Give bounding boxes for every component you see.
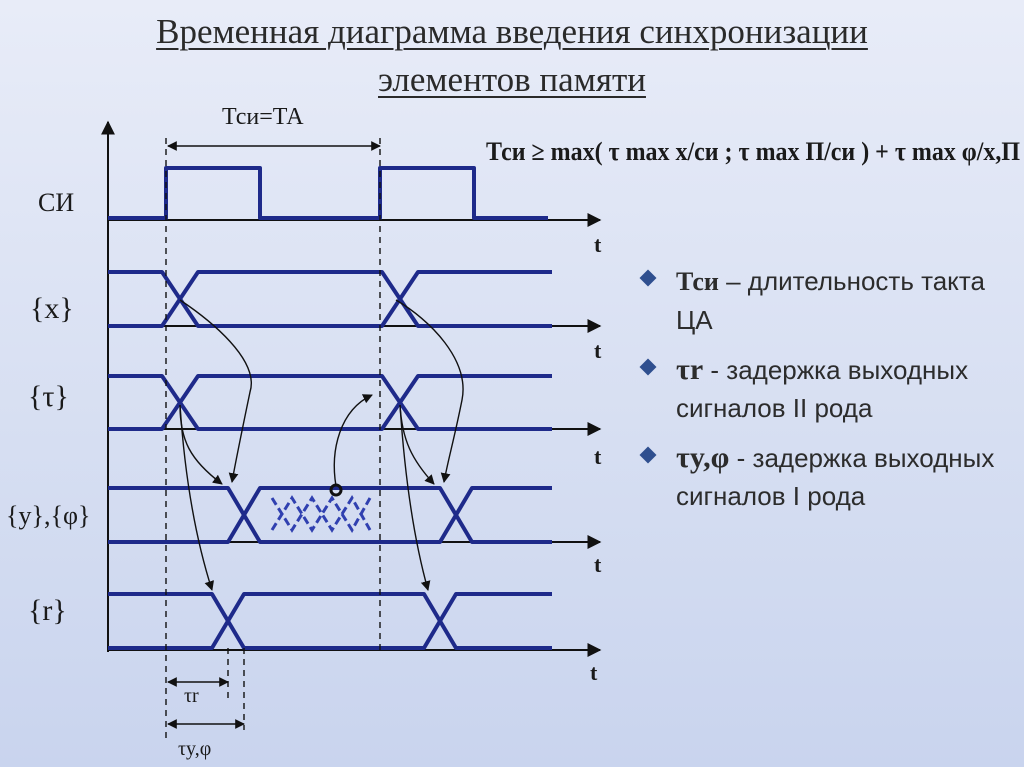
- tau-y-phi-label: τy,φ: [178, 738, 211, 760]
- legend-text: - задержка выходных сигналов I рода: [676, 443, 995, 511]
- legend-text: - задержка выходных сигналов II рода: [676, 355, 969, 423]
- signal-label-r: {r}: [28, 594, 67, 627]
- signal-tau-waveform: [108, 374, 552, 431]
- tau-r-label: τr: [184, 685, 199, 707]
- legend-item-tau-r: τr - задержка выходных сигналов II рода: [638, 351, 1018, 427]
- signal-si-waveform: [108, 166, 548, 220]
- title-line-2: элементов памяти: [378, 60, 646, 99]
- legend-item-tau-y-phi: τy,φ - задержка выходных сигналов I рода: [638, 439, 1018, 515]
- formula: Тси ≥ max( τ max x/си ; τ max П/си ) + τ…: [486, 137, 1020, 166]
- legend-item-period: Тси – длительность такта ЦА: [638, 262, 1018, 339]
- signal-label-tau: {τ}: [28, 380, 69, 413]
- diamond-bullet-icon: [639, 269, 657, 287]
- legend-symbol: Тси: [676, 267, 719, 296]
- period-label: Тси=ТА: [222, 104, 304, 130]
- axis-label-t-3: t: [594, 444, 602, 469]
- axis-label-t-2: t: [594, 338, 602, 363]
- signal-x-waveform: [108, 270, 552, 328]
- legend-text: – длительность такта ЦА: [676, 266, 985, 335]
- diamond-bullet-icon: [639, 358, 657, 376]
- signal-label-y-phi: {y},{φ}: [6, 501, 90, 530]
- legend-symbol: τr: [676, 353, 704, 386]
- slide-title: Временная диаграмма введения синхронизац…: [0, 8, 1024, 104]
- signal-r-waveform: [108, 592, 552, 650]
- legend-list: Тси – длительность такта ЦА τr - задержк…: [638, 262, 1018, 515]
- signal-label-x: {x}: [30, 292, 74, 325]
- legend-symbol: τy,φ: [676, 441, 730, 474]
- causal-arrows: [179, 299, 464, 591]
- axis-label-t-1: t: [594, 232, 602, 257]
- title-line-1: Временная диаграмма введения синхронизац…: [156, 12, 868, 51]
- diamond-bullet-icon: [639, 446, 657, 464]
- signal-label-si: СИ: [38, 188, 74, 217]
- axis-label-t-4: t: [594, 552, 602, 577]
- signal-y-phi-waveform: [108, 483, 552, 544]
- axis-label-t-5: t: [590, 660, 598, 685]
